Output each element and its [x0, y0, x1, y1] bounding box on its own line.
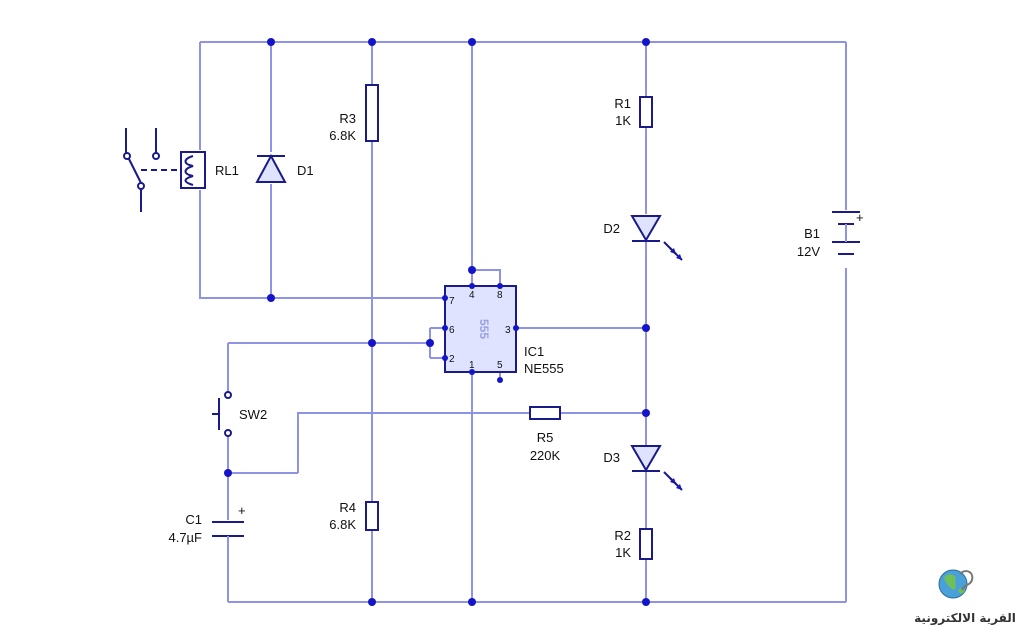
- battery-b1: + B1 12V: [797, 210, 864, 259]
- diode-d1: D1: [255, 153, 314, 183]
- resistor-r1: R1 1K: [614, 96, 653, 128]
- resistor-r3: R3 6.8K: [329, 84, 379, 143]
- globe-logo-icon: [938, 569, 974, 599]
- junction-nodes: [224, 38, 650, 606]
- ic1-pin-6: 6: [449, 325, 455, 336]
- r1-value: 1K: [615, 113, 631, 128]
- capacitor-c1: + C1 4.7µF: [168, 503, 245, 545]
- r2-value: 1K: [615, 545, 631, 560]
- resistor-r5: R5 220K: [529, 406, 561, 463]
- led-d2: D2: [603, 215, 683, 261]
- r3-value: 6.8K: [329, 128, 356, 143]
- ic1-pin-2: 2: [449, 354, 455, 365]
- rl1-ref: RL1: [215, 163, 239, 178]
- b1-value: 12V: [797, 244, 820, 259]
- switch-sw2: SW2: [212, 391, 267, 437]
- sw2-ref: SW2: [239, 407, 267, 422]
- r4-value: 6.8K: [329, 517, 356, 532]
- c1-value: 4.7µF: [168, 530, 202, 545]
- watermark-text: القرية الالكترونية: [914, 611, 1016, 626]
- d1-ref: D1: [297, 163, 314, 178]
- d3-ref: D3: [603, 450, 620, 465]
- ic1-pin-5: 5: [497, 360, 503, 371]
- ic1-pin-1: 1: [469, 360, 475, 371]
- r5-ref: R5: [537, 430, 554, 445]
- r1-ref: R1: [614, 96, 631, 111]
- r2-ref: R2: [614, 528, 631, 543]
- r4-ref: R4: [339, 500, 356, 515]
- ic1-chip-text: 555: [477, 319, 491, 339]
- led-d3: D3: [603, 445, 683, 491]
- b1-ref: B1: [804, 226, 820, 241]
- watermark: القرية الالكترونية: [914, 569, 1016, 626]
- c1-ref: C1: [185, 512, 202, 527]
- d2-ref: D2: [603, 221, 620, 236]
- ic1-pin-4: 4: [469, 290, 475, 301]
- r5-value: 220K: [530, 448, 561, 463]
- c1-polarity: +: [238, 503, 246, 518]
- ic1-pin-7: 7: [449, 296, 455, 307]
- resistor-r4: R4 6.8K: [329, 500, 379, 532]
- ic1-value: NE555: [524, 361, 564, 376]
- resistor-r2: R2 1K: [614, 528, 653, 560]
- r3-ref: R3: [339, 111, 356, 126]
- ic1-ref: IC1: [524, 344, 544, 359]
- ic1-pin-3: 3: [505, 325, 511, 336]
- b1-polarity: +: [856, 210, 864, 225]
- ic1-pin-8: 8: [497, 290, 503, 301]
- ic-ic1: 555 7 6 2 4 8 3 1 5 IC1 NE555: [444, 285, 564, 376]
- relay-rl1: RL1: [123, 128, 239, 212]
- wires: [199, 41, 847, 603]
